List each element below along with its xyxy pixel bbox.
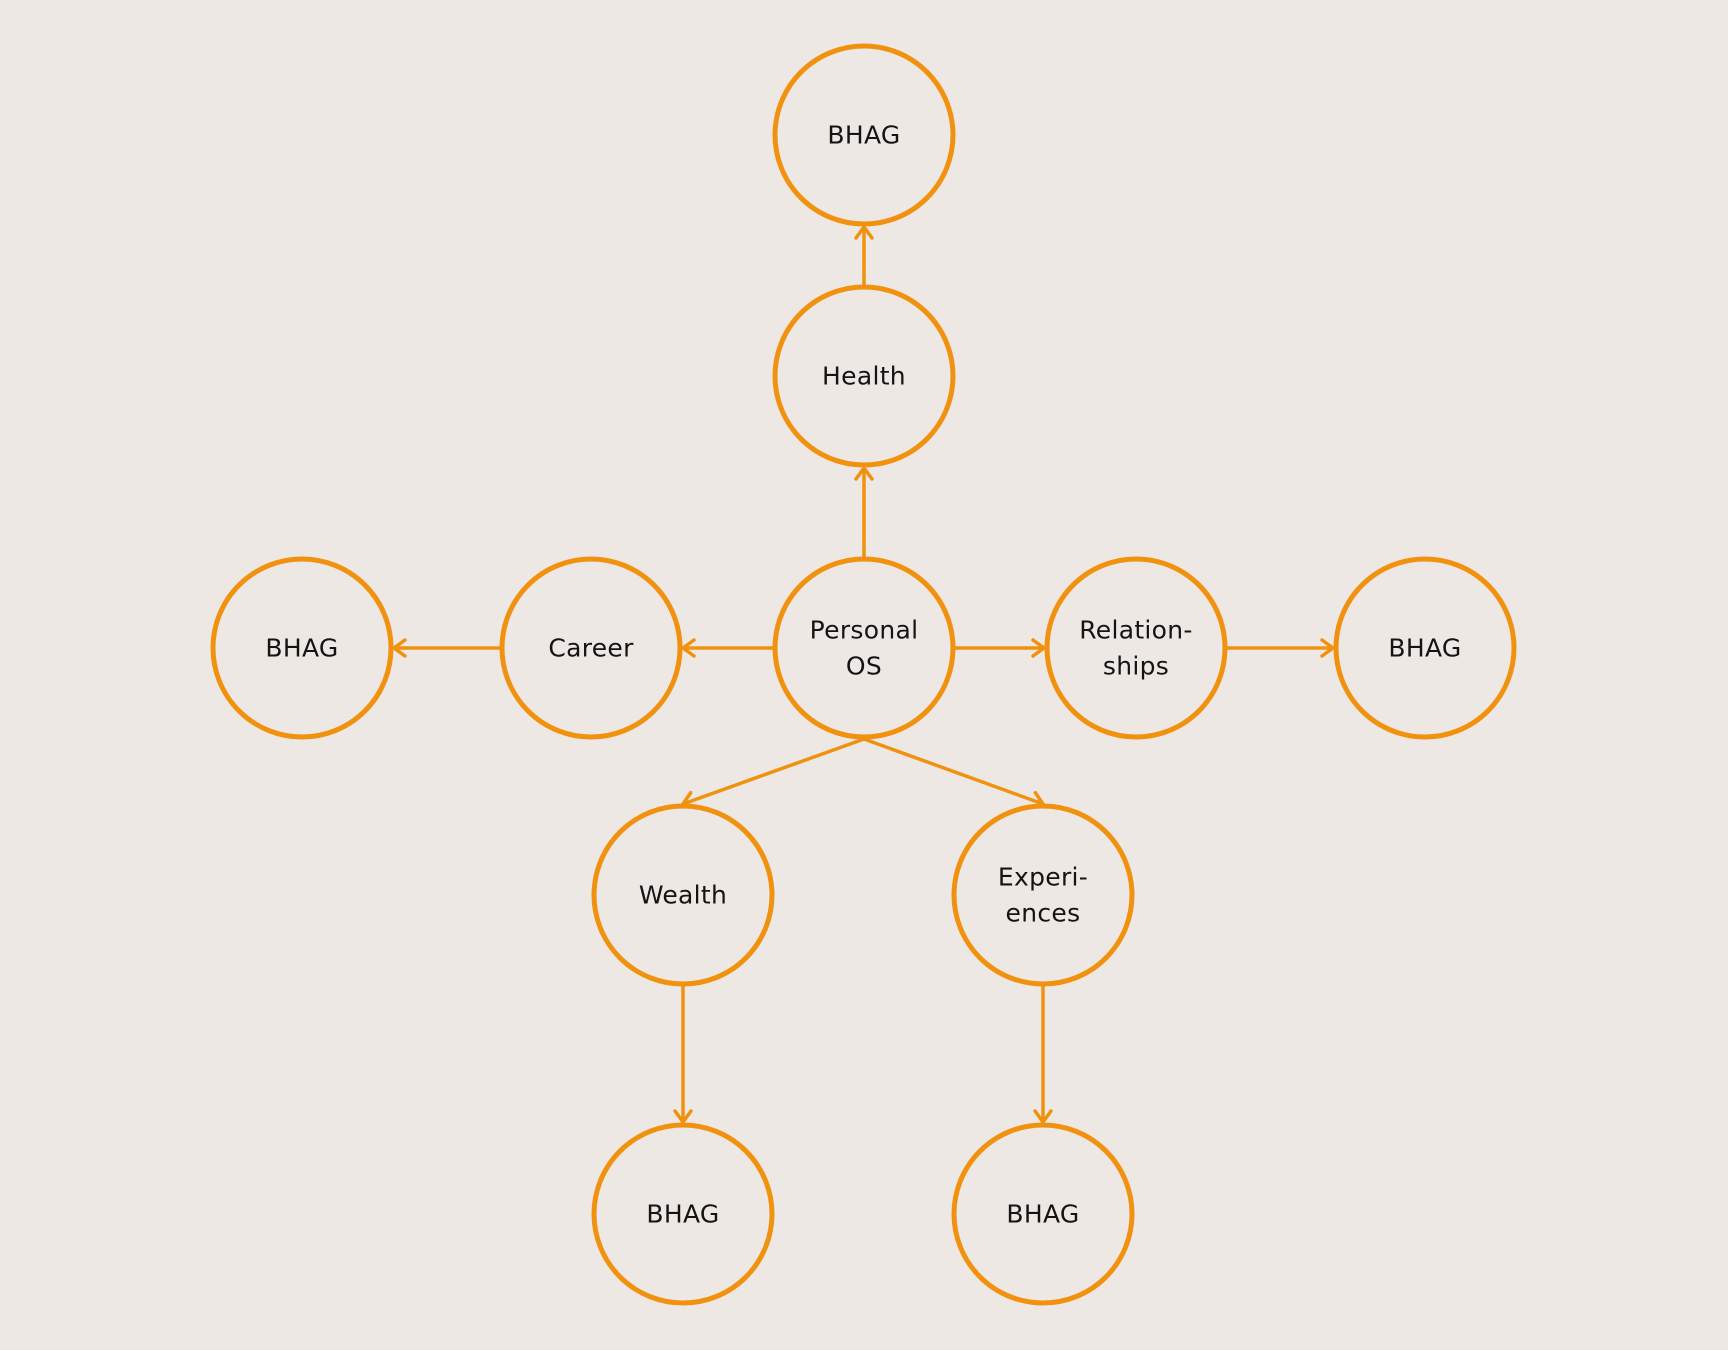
node-relationships: Relation-ships (1044, 556, 1228, 740)
node-experiences-bhag: BHAG (951, 1122, 1135, 1306)
edge-center-to-relationships (953, 638, 1046, 658)
edge-line (862, 737, 1045, 806)
arrow-head-icon (854, 225, 874, 240)
node-label: Personal (810, 616, 919, 645)
node-career-bhag: BHAG (210, 556, 394, 740)
node-label: BHAG (827, 121, 900, 150)
edge-center-to-wealth (681, 737, 866, 810)
edge-health-to-health-bhag (854, 225, 874, 287)
node-label: Career (548, 634, 634, 663)
node-label: ships (1103, 652, 1169, 681)
node-label: Experi- (998, 863, 1088, 892)
node-circle (591, 1122, 775, 1306)
node-circle (210, 556, 394, 740)
node-circle (772, 556, 956, 740)
arrow-head-icon (673, 1109, 693, 1124)
node-label: Health (822, 362, 906, 391)
node-label: OS (846, 652, 882, 681)
arrow-head-icon (1033, 1109, 1053, 1124)
edge-line (681, 737, 866, 806)
node-circle (951, 1122, 1135, 1306)
node-label: ences (1006, 899, 1081, 928)
node-career: Career (499, 556, 683, 740)
edge-wealth-to-wealth-bhag (673, 984, 693, 1124)
nodes-layer: PersonalOSHealthBHAGCareerBHAGRelation-s… (210, 43, 1517, 1306)
node-circle (772, 284, 956, 468)
arrow-head-icon (681, 638, 696, 658)
edge-center-to-health (854, 466, 874, 559)
node-experiences: Experi-ences (951, 803, 1135, 987)
node-label: BHAG (1006, 1200, 1079, 1229)
node-label: Wealth (639, 881, 727, 910)
node-circle (1333, 556, 1517, 740)
edge-relationships-to-relationships-bhag (1225, 638, 1335, 658)
node-label: Relation- (1079, 616, 1193, 645)
node-wealth-bhag: BHAG (591, 1122, 775, 1306)
node-circle (1044, 556, 1228, 740)
node-circle (772, 43, 956, 227)
node-circle (591, 803, 775, 987)
node-circle (951, 803, 1135, 987)
arrow-head-icon (854, 466, 874, 481)
node-health-bhag: BHAG (772, 43, 956, 227)
node-label: BHAG (646, 1200, 719, 1229)
node-relationships-bhag: BHAG (1333, 556, 1517, 740)
node-label: BHAG (1388, 634, 1461, 663)
edge-center-to-career (681, 638, 775, 658)
arrow-head-icon (392, 638, 407, 658)
arrow-head-icon (1320, 638, 1335, 658)
edge-experiences-to-experiences-bhag (1033, 984, 1053, 1124)
node-wealth: Wealth (591, 803, 775, 987)
node-health: Health (772, 284, 956, 468)
edge-center-to-experiences (862, 737, 1045, 810)
node-label: BHAG (265, 634, 338, 663)
edge-career-to-career-bhag (392, 638, 502, 658)
arrow-head-icon (1031, 638, 1046, 658)
node-circle (499, 556, 683, 740)
